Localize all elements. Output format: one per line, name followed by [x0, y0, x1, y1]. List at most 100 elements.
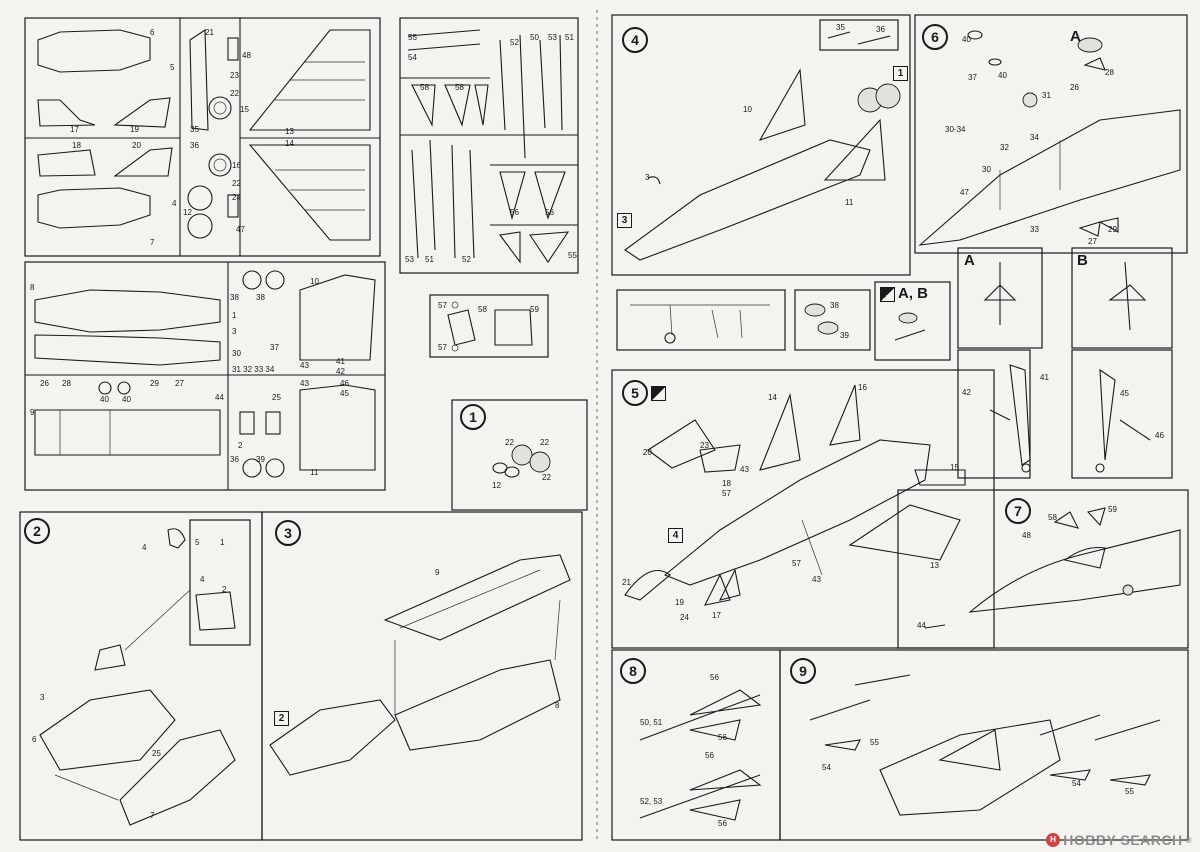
step4-ref-box-1: 1 — [893, 66, 908, 81]
svg-text:54: 54 — [1072, 779, 1081, 788]
svg-text:42: 42 — [336, 367, 345, 376]
svg-text:17: 17 — [712, 611, 721, 620]
svg-text:18: 18 — [722, 479, 731, 488]
svg-text:51: 51 — [565, 33, 574, 42]
svg-text:30: 30 — [982, 165, 991, 174]
step5-ref-box-4: 4 — [668, 528, 683, 543]
svg-text:2: 2 — [238, 441, 243, 450]
svg-text:37: 37 — [968, 73, 977, 82]
svg-text:58: 58 — [420, 83, 429, 92]
svg-text:45: 45 — [1120, 389, 1129, 398]
svg-text:46: 46 — [1155, 431, 1164, 440]
svg-text:23: 23 — [700, 441, 709, 450]
svg-text:37: 37 — [270, 343, 279, 352]
svg-text:28: 28 — [62, 379, 71, 388]
svg-text:30: 30 — [232, 349, 241, 358]
svg-text:5: 5 — [195, 538, 200, 547]
svg-text:55: 55 — [408, 33, 417, 42]
svg-text:8: 8 — [30, 283, 35, 292]
svg-text:40: 40 — [962, 35, 971, 44]
svg-text:15: 15 — [950, 463, 959, 472]
svg-text:19: 19 — [675, 598, 684, 607]
svg-text:42: 42 — [962, 388, 971, 397]
svg-text:7: 7 — [150, 811, 155, 820]
svg-text:57: 57 — [438, 343, 447, 352]
svg-text:12: 12 — [183, 208, 192, 217]
svg-text:8: 8 — [555, 701, 560, 710]
svg-text:56: 56 — [510, 208, 519, 217]
svg-text:22: 22 — [232, 179, 241, 188]
svg-text:28: 28 — [1105, 68, 1114, 77]
svg-text:23: 23 — [230, 71, 239, 80]
svg-text:47: 47 — [236, 225, 245, 234]
step-7-number: 7 — [1005, 498, 1031, 524]
svg-text:20: 20 — [643, 448, 652, 457]
svg-text:56: 56 — [705, 751, 714, 760]
svg-text:16: 16 — [232, 161, 241, 170]
svg-text:38: 38 — [256, 293, 265, 302]
svg-text:56: 56 — [718, 733, 727, 742]
svg-text:51: 51 — [425, 255, 434, 264]
svg-text:29: 29 — [150, 379, 159, 388]
svg-text:35: 35 — [836, 23, 845, 32]
svg-text:14: 14 — [768, 393, 777, 402]
step-2-number: 2 — [24, 518, 50, 544]
detail-a-label: A — [964, 252, 975, 269]
svg-text:31: 31 — [1042, 91, 1051, 100]
svg-text:1: 1 — [232, 311, 237, 320]
svg-text:2: 2 — [222, 585, 227, 594]
svg-text:9: 9 — [435, 568, 440, 577]
svg-text:3: 3 — [232, 327, 237, 336]
svg-text:53: 53 — [548, 33, 557, 42]
watermark-registered: ® — [1185, 835, 1192, 845]
svg-text:20: 20 — [132, 141, 141, 150]
svg-text:55: 55 — [1125, 787, 1134, 796]
svg-text:59: 59 — [1108, 505, 1117, 514]
svg-text:22: 22 — [540, 438, 549, 447]
svg-text:18: 18 — [72, 141, 81, 150]
svg-text:40: 40 — [100, 395, 109, 404]
svg-text:57: 57 — [438, 301, 447, 310]
svg-text:10: 10 — [310, 277, 319, 286]
svg-text:22: 22 — [505, 438, 514, 447]
svg-text:13: 13 — [285, 127, 294, 136]
svg-text:26: 26 — [40, 379, 49, 388]
svg-text:16: 16 — [858, 383, 867, 392]
svg-text:55: 55 — [870, 738, 879, 747]
svg-text:59: 59 — [530, 305, 539, 314]
svg-text:3: 3 — [40, 693, 45, 702]
svg-text:6: 6 — [32, 735, 37, 744]
svg-text:47: 47 — [960, 188, 969, 197]
svg-text:39: 39 — [256, 455, 265, 464]
svg-text:24: 24 — [680, 613, 689, 622]
svg-text:13: 13 — [930, 561, 939, 570]
paint-indicator-icon — [880, 287, 895, 302]
svg-text:43: 43 — [812, 575, 821, 584]
step-4-number: 4 — [622, 27, 648, 53]
svg-text:43: 43 — [300, 361, 309, 370]
svg-text:43: 43 — [740, 465, 749, 474]
svg-text:26: 26 — [1070, 83, 1079, 92]
svg-text:44: 44 — [215, 393, 224, 402]
svg-text:52: 52 — [510, 38, 519, 47]
svg-text:52: 52 — [462, 255, 471, 264]
svg-text:53: 53 — [405, 255, 414, 264]
svg-text:36: 36 — [190, 141, 199, 150]
svg-text:24: 24 — [232, 193, 241, 202]
step-5-number: 5 — [622, 380, 648, 406]
step3-ref-box-2: 2 — [274, 711, 289, 726]
svg-text:54: 54 — [408, 53, 417, 62]
svg-text:38: 38 — [230, 293, 239, 302]
step-8-number: 8 — [620, 658, 646, 684]
svg-text:10: 10 — [743, 105, 752, 114]
svg-text:1: 1 — [220, 538, 225, 547]
svg-text:34: 34 — [1030, 133, 1039, 142]
